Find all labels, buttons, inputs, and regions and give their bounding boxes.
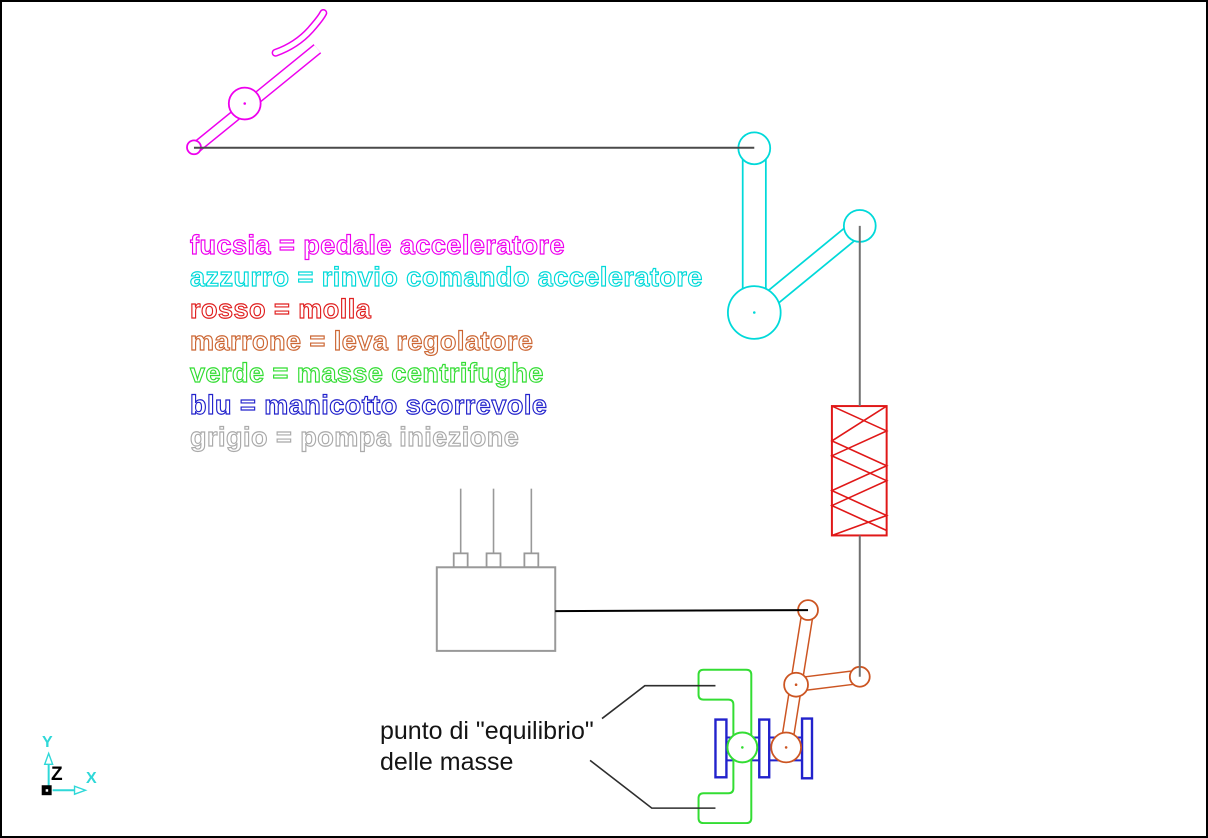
spring <box>829 405 889 537</box>
color-legend: fucsia = pedale acceleratore azzurro = r… <box>189 229 703 453</box>
connector-lines <box>193 146 861 677</box>
legend-item-fucsia: fucsia = pedale acceleratore <box>189 229 565 260</box>
legend-item-verde: verde = masse centrifughe <box>189 357 544 388</box>
annotation-leader-lines <box>589 684 716 809</box>
center-marks <box>243 102 798 749</box>
legend-item-marrone: marrone = leva regolatore <box>189 325 534 356</box>
legend-item-grigio: grigio = pompa iniezione <box>189 421 520 452</box>
ucs-z-label: Z <box>51 764 63 785</box>
equilibrium-annotation-line1: punto di "equilibrio" <box>380 717 594 745</box>
throttle-relay-linkage <box>727 131 877 340</box>
ucs-axis-icon <box>41 751 88 796</box>
accelerator-pedal <box>186 8 328 156</box>
governor-lever <box>770 599 871 764</box>
legend-item-blu: blu = manicotto scorrevole <box>189 389 548 420</box>
legend-item-rosso: rosso = molla <box>189 293 372 324</box>
ucs-y-label: Y <box>42 734 53 751</box>
ucs-x-label: X <box>86 770 97 787</box>
centrifugal-masses <box>697 668 759 825</box>
injection-pump <box>435 488 557 652</box>
equilibrium-annotation-line2: delle masse <box>380 748 514 776</box>
equilibrium-annotation: punto di "equilibrio" delle masse <box>380 716 594 778</box>
legend-item-azzurro: azzurro = rinvio comando acceleratore <box>189 261 703 292</box>
